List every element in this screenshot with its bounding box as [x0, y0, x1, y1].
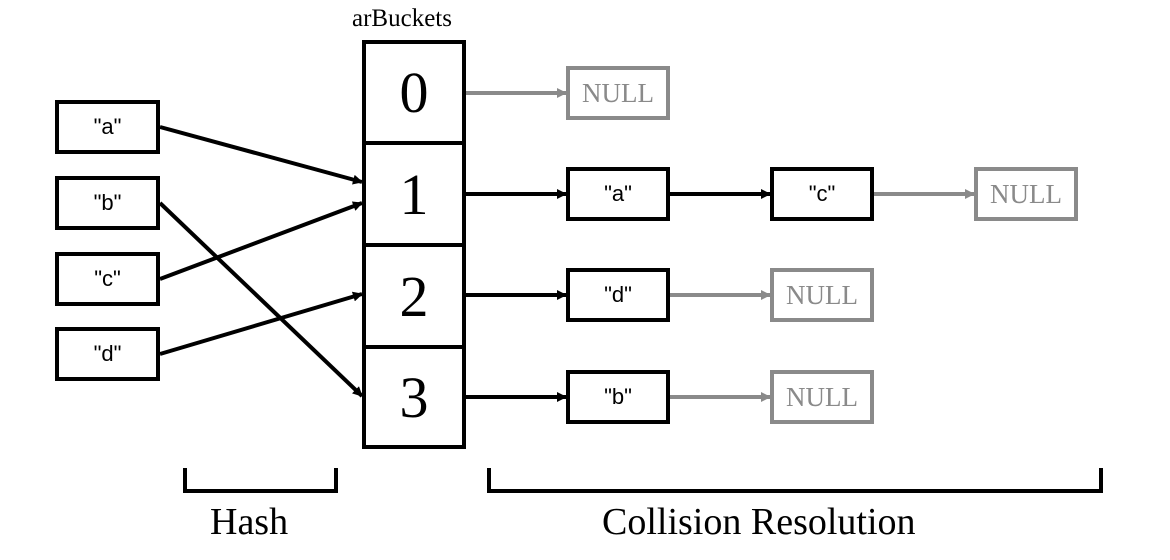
input-key-a: "a" [55, 100, 160, 154]
chain-node-bucket1-c: "c" [770, 167, 874, 221]
bucket-2: 2 [362, 243, 466, 349]
input-key-b: "b" [55, 176, 160, 230]
hash-arrow-c [159, 201, 363, 281]
arbuckets-title: arBuckets [352, 5, 452, 32]
input-key-d: "d" [55, 327, 160, 381]
bucket-3: 3 [362, 345, 466, 449]
hash-arrow-b [158, 201, 364, 398]
null-node-bucket0: NULL [566, 66, 670, 120]
hash-bracket [183, 468, 338, 493]
hash-arrow-a [159, 125, 363, 185]
null-node-bucket3: NULL [770, 370, 874, 424]
chain-node-bucket3-b: "b" [566, 370, 670, 424]
null-node-bucket1: NULL [974, 167, 1078, 221]
chain-node-bucket2-d: "d" [566, 268, 670, 322]
collision-bracket [487, 468, 1103, 493]
input-key-c: "c" [55, 252, 160, 306]
hash-label: Hash [210, 501, 289, 543]
null-node-bucket2: NULL [770, 268, 874, 322]
bucket-0: 0 [362, 40, 466, 145]
chain-node-bucket1-a: "a" [566, 167, 670, 221]
hash-arrow-d [159, 291, 363, 356]
bucket-1: 1 [362, 141, 466, 247]
collision-resolution-label: Collision Resolution [602, 501, 916, 543]
